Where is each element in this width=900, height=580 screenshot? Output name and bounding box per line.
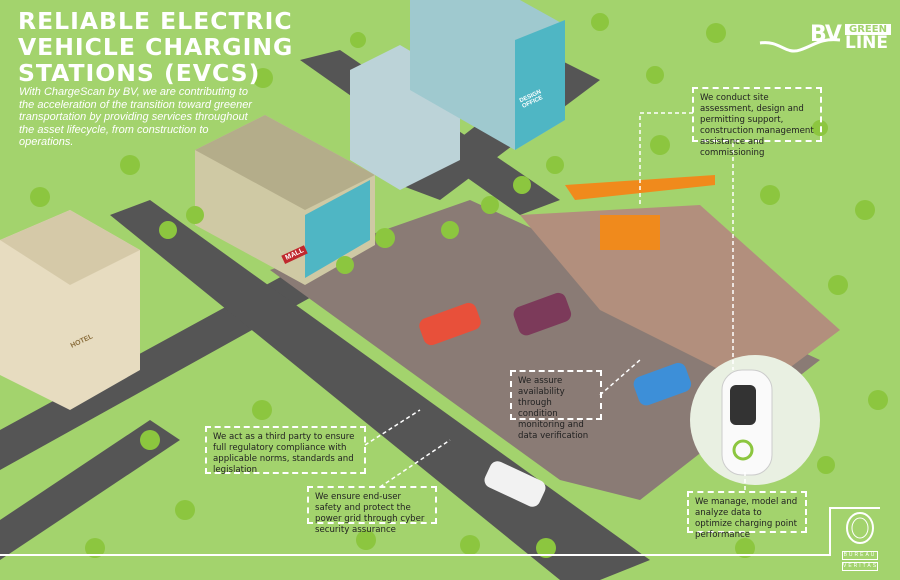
white-car [484,461,546,507]
logo-bv: BV [810,22,842,47]
purple-car [513,292,572,336]
callout-construction: We conduct site assessment, design and p… [692,87,822,158]
callout-connectors [364,112,746,490]
logo-wave [759,38,841,53]
logo-green: GREEN [845,24,891,35]
office-building [350,0,565,190]
frame-line [0,507,880,556]
title-line: VEHICLE CHARGING [18,33,294,61]
bureau-veritas-logo: BUREAU VERITAS [842,512,878,571]
charger-screen [730,385,756,425]
road-bottom-left [0,420,180,560]
page-title: RELIABLE ELECTRIC VEHICLE CHARGING STATI… [18,8,293,86]
callout-data: We manage, model and analyze data to opt… [687,491,807,540]
callout-safety: We ensure end-user safety and protect th… [307,486,437,535]
parking-lot [270,200,820,500]
blue-car [633,362,692,406]
red-car [419,302,481,346]
callout-compliance: We act as a third party to ensure full r… [205,426,366,475]
title-line: RELIABLE ELECTRIC [18,7,293,35]
construction-area [520,205,840,390]
mall-building [195,115,375,285]
page-subtitle: With ChargeScan by BV, we are contributi… [19,86,252,148]
charger-plug-ring [732,439,754,461]
seal-text-bureau: BUREAU [842,551,878,560]
bureau-veritas-seal-icon [846,512,874,544]
logo-line: LINE [845,33,888,53]
hotel-building [0,210,140,410]
seal-text-veritas: VERITAS [842,562,879,571]
title-line: STATIONS (EVCS) [18,59,261,87]
callout-availability: We assure availability through condition… [510,370,602,441]
